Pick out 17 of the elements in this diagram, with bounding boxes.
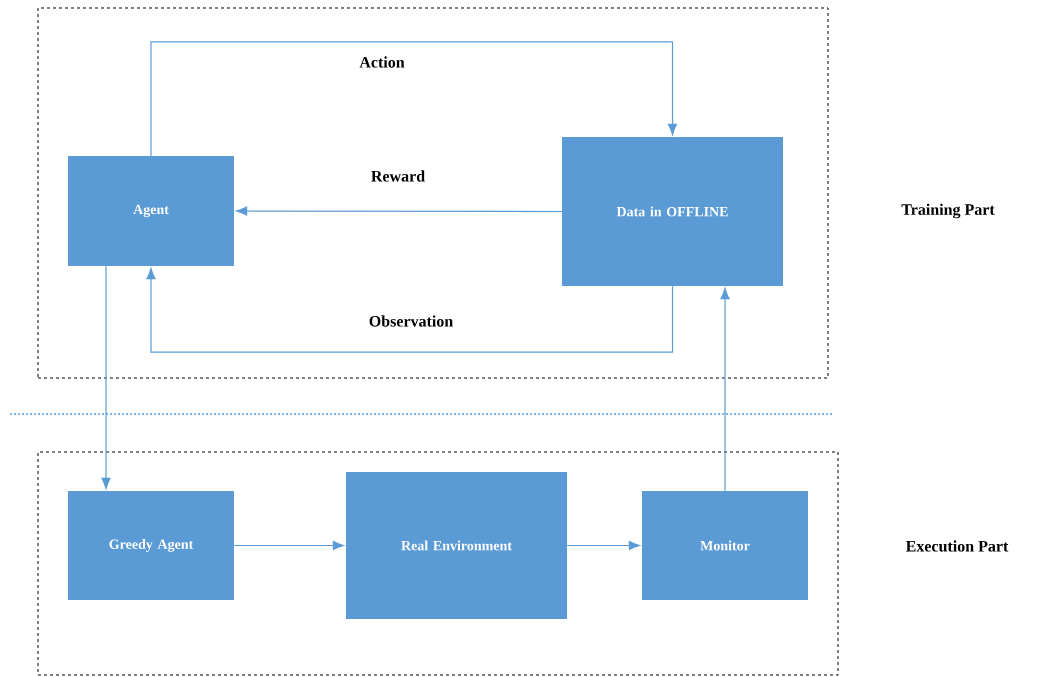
edge-label: Reward (369, 169, 427, 183)
arrow (101, 265, 111, 489)
arrow (236, 206, 563, 216)
section-label: Training Part (901, 203, 995, 219)
edge-label: Action (358, 55, 406, 69)
arrow (146, 268, 674, 353)
arrow (233, 540, 344, 551)
section-label: Execution Part (905, 540, 1009, 552)
process-box: Agent (68, 156, 234, 266)
process-box: Data in OFFLINE (562, 137, 783, 286)
process-box: Greedy Agent (68, 491, 234, 600)
process-box: Real Environment (346, 472, 567, 619)
arrow (566, 540, 640, 551)
edge-label: Observation (367, 314, 455, 328)
arrow (150, 41, 678, 157)
arrow (720, 288, 730, 492)
process-box: Monitor (642, 491, 808, 600)
